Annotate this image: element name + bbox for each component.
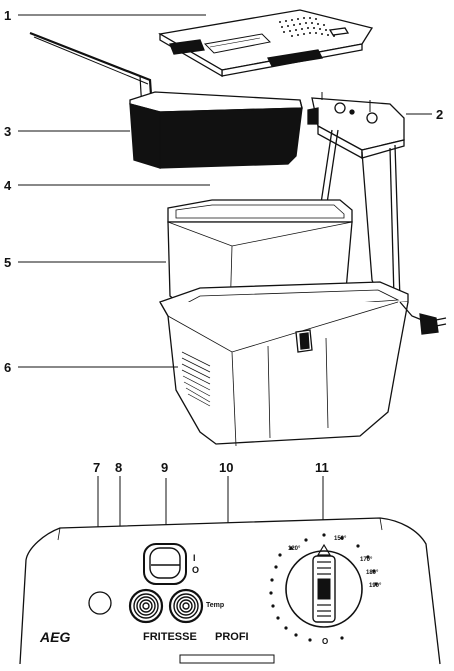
- brand-logo: AEG: [39, 629, 70, 645]
- part-housing: [159, 281, 409, 447]
- callout-5: 5: [4, 255, 11, 270]
- model-name-fritesse: FRITESSE: [143, 631, 197, 643]
- callout-1: 1: [4, 8, 11, 23]
- callout-6: 6: [4, 360, 11, 375]
- callout-8: 8: [115, 460, 122, 475]
- dial-pointer-icon: [316, 543, 332, 556]
- callout-11: 11: [315, 460, 329, 475]
- switch-off-mark: O: [192, 565, 199, 575]
- temperature-dial[interactable]: [285, 550, 363, 628]
- dial-temp-190: 190°: [369, 583, 382, 589]
- callout-9: 9: [161, 460, 168, 475]
- callout-4: 4: [4, 178, 12, 193]
- switch-on-mark: I: [193, 553, 196, 563]
- dial-temp-120: 120°: [288, 546, 301, 552]
- dial-scale-dots: [269, 533, 378, 642]
- pilot-light: [128, 588, 164, 624]
- model-name-profi: PROFI: [215, 631, 249, 643]
- part-basket: [29, 31, 303, 169]
- power-plug: [399, 301, 447, 335]
- temperature-light: [168, 588, 204, 624]
- dial-temp-180: 180°: [366, 570, 379, 576]
- callout-3: 3: [4, 124, 11, 139]
- callout-numbers: 1 2 3 4 5 6 7 8 9 10 11: [4, 8, 443, 475]
- callout-10: 10: [219, 460, 233, 475]
- power-switch[interactable]: [143, 543, 187, 585]
- part-lid: [158, 9, 374, 78]
- callout-7: 7: [93, 460, 100, 475]
- dial-temp-150: 150°: [334, 536, 347, 542]
- dial-off-mark: O: [322, 637, 328, 646]
- dial-temp-170: 170°: [360, 557, 373, 563]
- part-control-unit: [307, 92, 405, 160]
- callout-2: 2: [436, 107, 443, 122]
- temp-label: Temp: [206, 602, 224, 609]
- indicator-lamp: [88, 591, 112, 615]
- housing-grille: [181, 351, 211, 407]
- dial-temperature-scale: 120° 150° 170° 180° 190°: [288, 536, 382, 589]
